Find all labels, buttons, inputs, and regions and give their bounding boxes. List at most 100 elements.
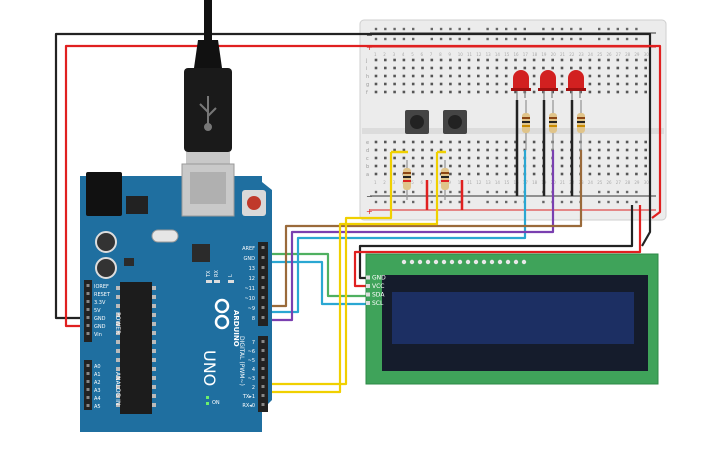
pin-label: A0	[94, 364, 101, 370]
column-number: 14	[495, 180, 501, 185]
push-button-1[interactable]	[405, 110, 429, 134]
led-3	[566, 70, 586, 100]
model-label: UNO	[200, 350, 219, 386]
column-number: 2	[383, 180, 386, 185]
column-number: 10	[458, 180, 464, 185]
column-number: 4	[402, 52, 405, 57]
pin-label: ~3	[248, 376, 255, 382]
column-number: 24	[588, 52, 594, 57]
rail-plus-label-bottom: +	[366, 207, 373, 216]
column-number: 3	[393, 52, 396, 57]
column-number: 26	[607, 52, 613, 57]
wire-5v-main	[64, 44, 662, 328]
row-letter: i	[366, 66, 367, 72]
pin-label: 4	[252, 367, 255, 373]
pin-label: TX▸1	[242, 394, 255, 400]
pin-label: RESET	[94, 292, 111, 298]
pin-label: 13	[249, 266, 255, 272]
wire-sda	[266, 252, 368, 298]
column-number: 1	[374, 52, 377, 57]
column-number: 6	[421, 52, 424, 57]
row-letter: e	[366, 140, 369, 146]
column-number: 7	[430, 180, 433, 185]
wire-scl	[266, 260, 368, 306]
column-number: 8	[439, 180, 442, 185]
column-number: 15	[504, 180, 510, 185]
analog-header	[84, 360, 92, 410]
column-number: 25	[597, 52, 603, 57]
lcd-pin-label: VCC	[372, 283, 384, 290]
digital-header-bottom	[258, 336, 268, 412]
column-number: 13	[486, 52, 492, 57]
row-letter: f	[366, 90, 368, 96]
column-number: 18	[532, 52, 538, 57]
row-letter: h	[366, 74, 369, 80]
column-number: 12	[476, 52, 482, 57]
led-2	[538, 70, 558, 100]
pin-label: ~11	[244, 286, 255, 292]
column-number: 28	[625, 52, 631, 57]
pin-label: IOREF	[94, 284, 109, 290]
column-number: 11	[467, 180, 473, 185]
rx-label: RX	[214, 270, 220, 277]
lcd-pin-label: SDA	[372, 292, 385, 299]
column-number: 10	[458, 52, 464, 57]
column-number: 3	[393, 180, 396, 185]
pin-label: RX◂0	[242, 403, 255, 409]
power-section-label: POWER	[114, 312, 121, 334]
column-number: 5	[411, 52, 414, 57]
lcd-pin-label: GND	[372, 275, 386, 282]
tx-label: TX	[206, 270, 212, 278]
column-number: 23	[579, 52, 585, 57]
column-number: 9	[448, 52, 451, 57]
pin-label: ~5	[248, 358, 255, 364]
column-number: 15	[504, 52, 510, 57]
column-number: 24	[588, 180, 594, 185]
pin-label: GND	[244, 256, 256, 262]
row-letter: b	[366, 164, 369, 170]
column-number: 9	[448, 180, 451, 185]
push-button-2[interactable]	[443, 110, 467, 134]
led-resistor-2	[549, 100, 557, 150]
column-number: 27	[616, 180, 622, 185]
pin-label: 2	[252, 385, 255, 391]
row-letter: a	[366, 172, 369, 178]
column-number: 5	[411, 180, 414, 185]
crystal	[151, 229, 179, 243]
usb-cable	[184, 0, 232, 166]
column-number: 19	[541, 52, 547, 57]
on-label: ON	[212, 400, 220, 406]
pin-label: 3.3V	[94, 300, 106, 306]
column-number: 7	[430, 52, 433, 57]
pin-label: GND	[94, 324, 106, 330]
column-number: 22	[569, 52, 575, 57]
wire-lcd-vcc	[353, 205, 642, 288]
pin-label: 5V	[94, 308, 101, 314]
usb-icon	[199, 96, 217, 131]
row-letter: j	[365, 58, 367, 64]
column-number: 8	[439, 52, 442, 57]
column-number: 30	[644, 180, 650, 185]
column-number: 25	[597, 180, 603, 185]
button-resistor-2	[441, 160, 449, 200]
pin-label: AREF	[242, 246, 255, 252]
column-number: 21	[560, 180, 566, 185]
arduino-logo-icon	[214, 298, 230, 330]
lcd-screen	[392, 292, 634, 344]
row-letter: d	[366, 148, 369, 154]
wire-led3	[266, 150, 583, 308]
capacitor-1	[95, 231, 117, 253]
wire-led1	[266, 150, 527, 314]
column-number: 18	[532, 180, 538, 185]
atmega-chip	[120, 282, 152, 414]
led-resistor-1	[522, 100, 530, 150]
wires	[54, 32, 662, 394]
wire-lcd-gnd	[358, 205, 634, 280]
column-number: 26	[607, 180, 613, 185]
pin-label: 8	[252, 316, 255, 322]
wire-gnd-main	[54, 32, 652, 320]
pin-label: ~9	[248, 306, 255, 312]
pin-label: A5	[94, 404, 101, 410]
